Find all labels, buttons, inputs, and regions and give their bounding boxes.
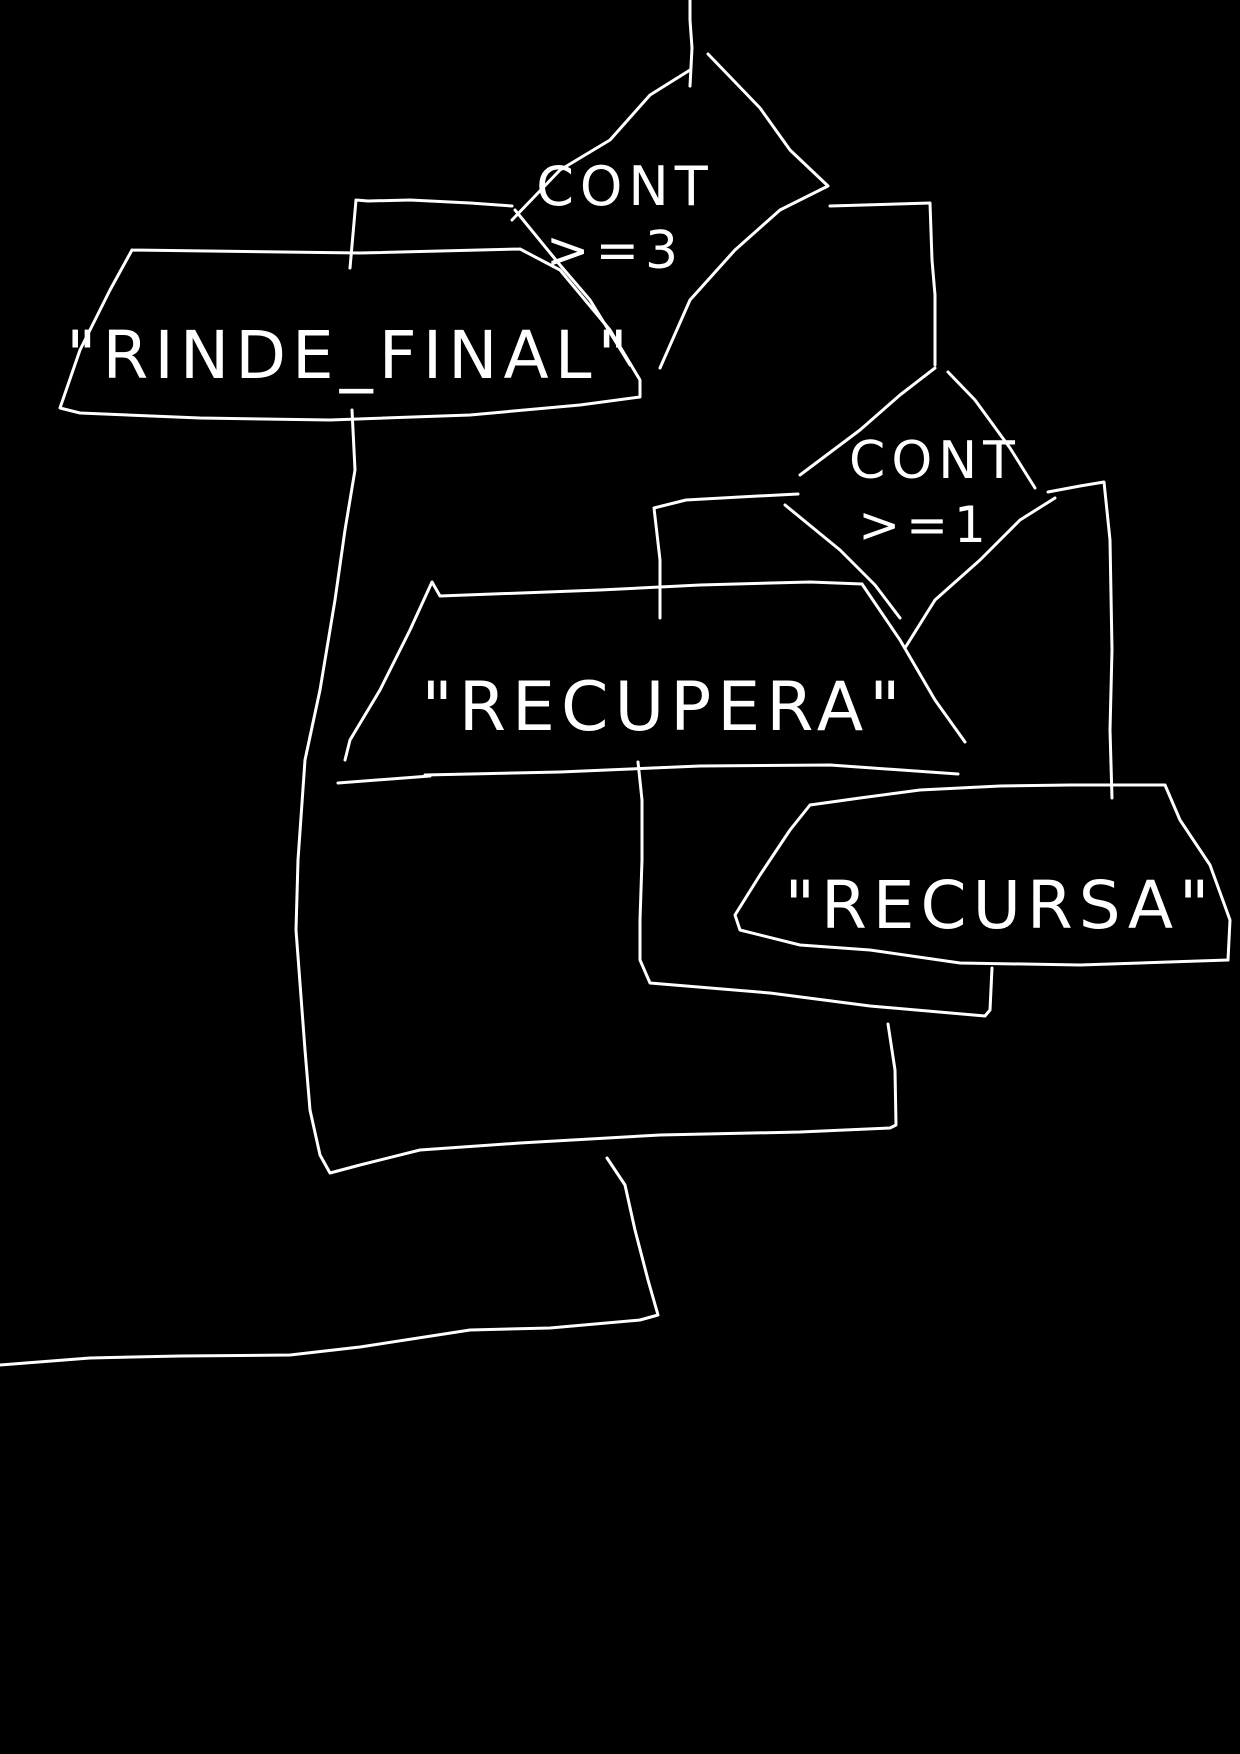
decision-diamond-1 [510, 52, 830, 370]
join-line-outer [294, 408, 898, 1175]
output-recupera: "RECUPERA" [336, 580, 967, 785]
decision-2-line2: >=1 [858, 496, 992, 554]
output-rinde-final: "RINDE_FINAL" [58, 247, 642, 422]
decision-2-false-line [1046, 480, 1114, 800]
output-2-text: "RECUPERA" [422, 668, 907, 747]
entry-arrow [688, 0, 694, 88]
exit-line [0, 1156, 660, 1367]
decision-1-true-line [348, 198, 514, 270]
decision-2-line1: CONT [849, 431, 1021, 491]
decision-cont-ge-1: CONT >=1 [783, 366, 1057, 650]
output-3-parallelogram [733, 783, 1232, 967]
join-line-inner [636, 760, 994, 1018]
decision-2-true-line [652, 492, 800, 620]
decision-cont-ge-3: CONT >=3 [510, 52, 830, 370]
output-1-parallelogram [58, 247, 642, 422]
decision-1-line2: >=3 [546, 221, 684, 281]
decision-1-false-line [828, 201, 937, 367]
output-3-text: "RECURSA" [785, 867, 1216, 944]
output-recursa: "RECURSA" [733, 783, 1232, 967]
decision-diamond-2 [783, 366, 1057, 650]
output-1-text: "RINDE_FINAL" [66, 317, 634, 394]
output-2-parallelogram [336, 580, 967, 785]
decision-1-line1: CONT [536, 155, 714, 218]
